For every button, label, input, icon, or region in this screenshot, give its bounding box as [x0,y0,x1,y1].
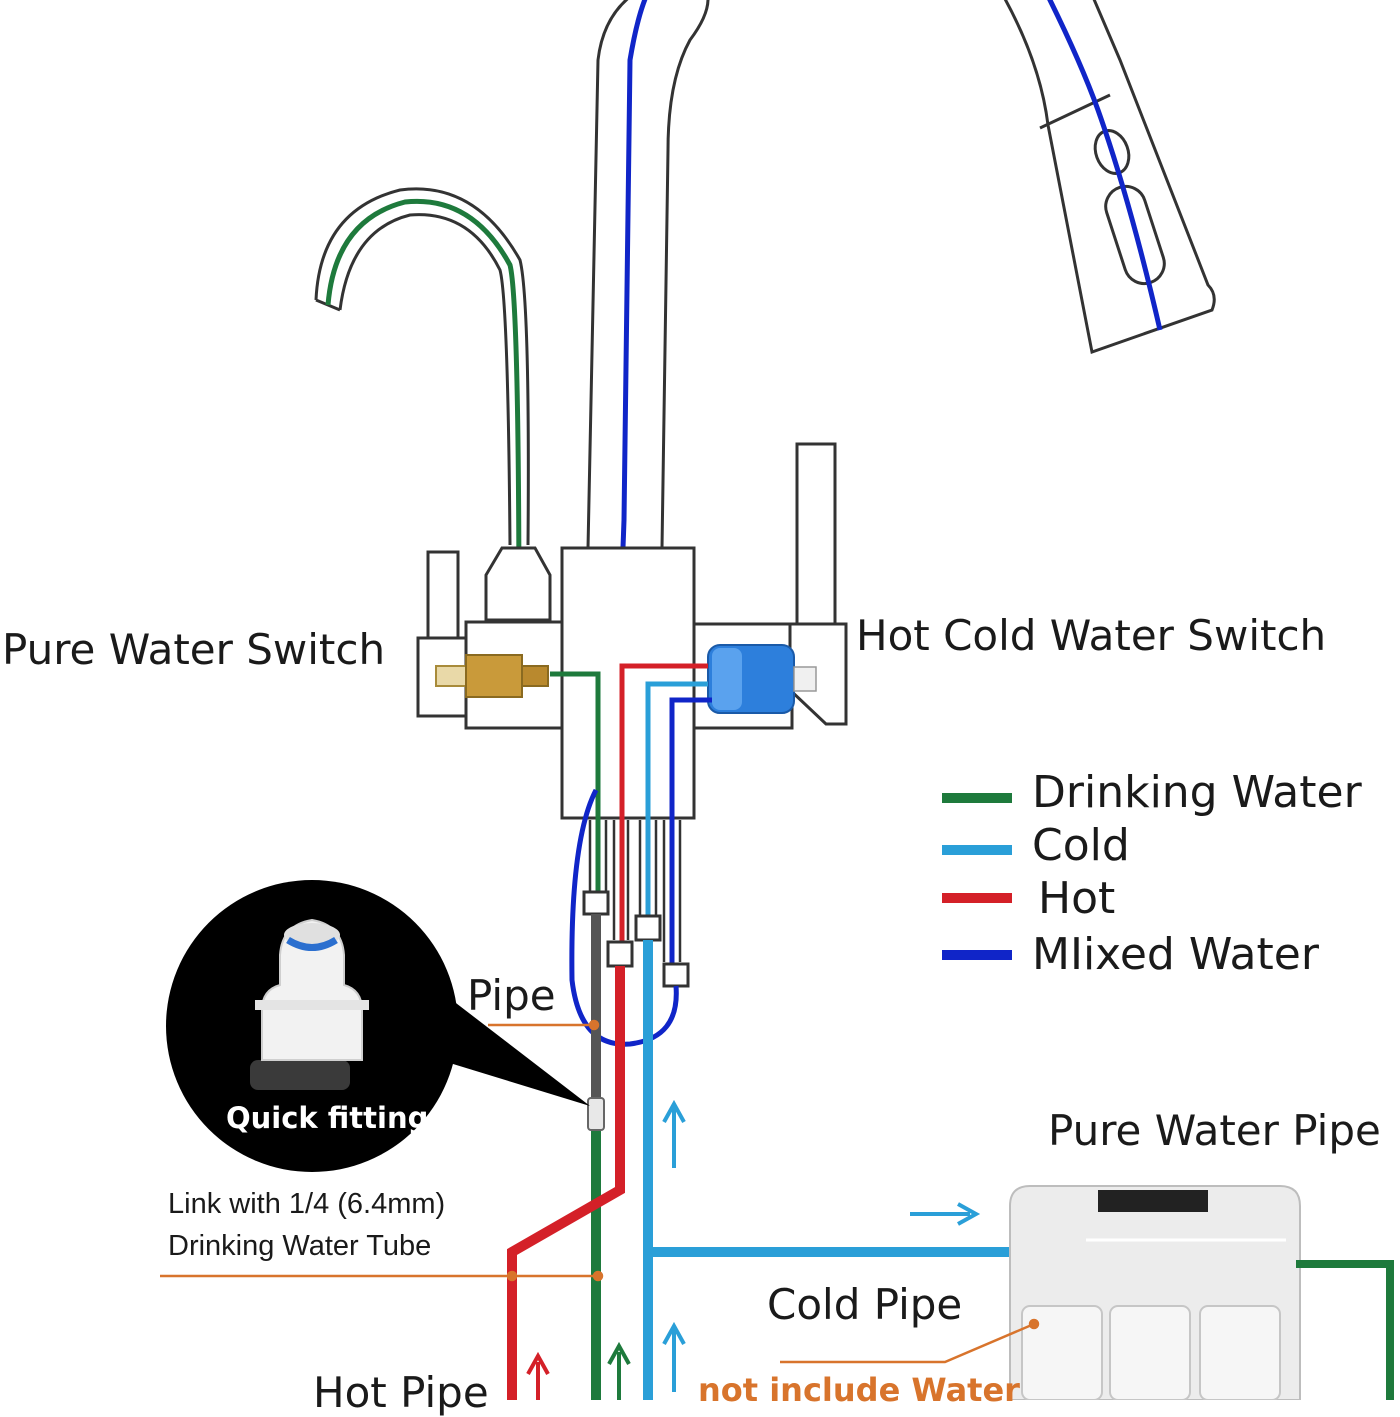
quick-fitting-connector [587,1097,605,1131]
not-include-label: not include Water [698,1371,1020,1409]
cold-pipe-label: Cold Pipe [767,1280,963,1329]
legend-label-drinking: Drinking Water [1032,767,1362,818]
legend-label-cold: Cold [1032,820,1130,871]
quick-fitting-bubble [166,880,590,1172]
leader-lines [160,1019,1040,1364]
legend-swatch-hot [942,893,1012,903]
legend-swatch-mixed [942,950,1012,960]
pure-water-switch-label: Pure Water Switch [2,625,386,674]
internal-lines [550,663,712,968]
legend-swatch-drinking [942,793,1012,803]
hot-pipe-label: Hot Pipe [313,1368,489,1417]
quick-fitting-photo [250,918,369,1090]
drinking-spout-line [325,198,522,631]
pure-water-pipe-label: Pure Water Pipe [1048,1106,1381,1155]
cold-pipe [643,940,1010,1400]
quick-fitting-label: Quick fitting [226,1101,429,1135]
legend-label-hot: Hot [1038,873,1116,924]
mixed-water-spray-line [1047,0,1163,331]
filter-unit [1009,1185,1301,1400]
pure-water-pipe [1296,1260,1394,1400]
hot-cold-cartridge [707,644,817,714]
link-label-line2: Drinking Water Tube [168,1230,432,1262]
hoses [588,820,682,962]
link-label-line1: Link with 1/4 (6.4mm) [168,1188,446,1220]
mixed-water-loop [569,788,679,1047]
pure-water-cartridge [435,654,549,698]
hot-cold-water-switch-label: Hot Cold Water Switch [856,611,1327,660]
pipe-label: Pipe [467,971,556,1020]
main-spout [586,0,1216,549]
legend-label-mixed: MIixed Water [1032,929,1319,980]
faucet-body [416,442,848,820]
legend-swatch-cold [942,845,1012,855]
flow-arrows [526,1099,981,1400]
hot-pipe [507,966,625,1400]
